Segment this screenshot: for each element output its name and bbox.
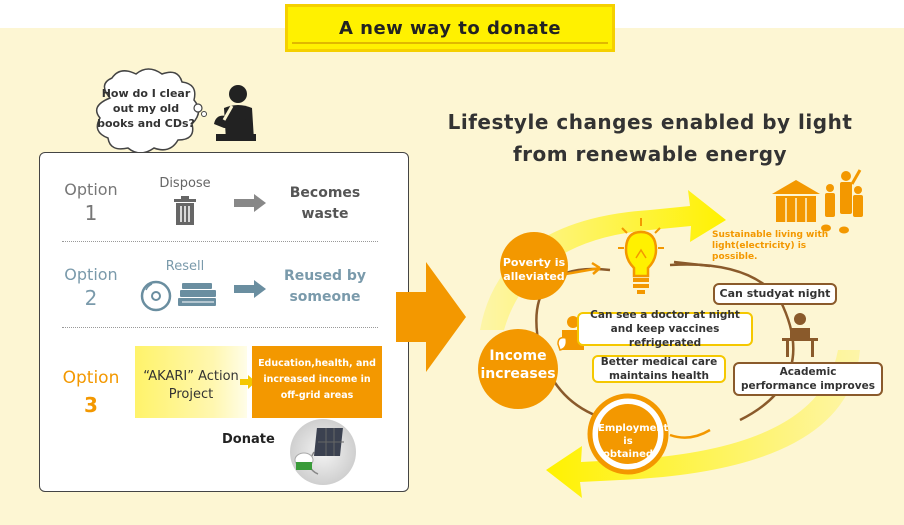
option-3-number: 3 — [84, 393, 98, 417]
option-2-number: 2 — [84, 286, 98, 310]
study-at-night-box: Can studyat night — [713, 283, 837, 305]
house-and-family-icon — [772, 169, 863, 234]
thinking-person-icon — [214, 85, 256, 141]
headline-line-1: Lifestyle changes enabled by light — [447, 110, 853, 134]
akari-project-box — [135, 346, 247, 418]
option-1-label: Option — [64, 180, 118, 199]
option-1-number: 1 — [84, 201, 98, 225]
option-2-action: Resell — [165, 259, 205, 274]
option-3-result: Education,health, and increased income i… — [258, 358, 376, 401]
divider — [62, 327, 378, 328]
medical-care-box: Better medical care maintains health — [592, 355, 726, 383]
employment-obtained-label: Employment is obtained — [598, 423, 669, 460]
akari-project-label: “AKARI” Action Project — [143, 369, 239, 402]
option-2-result: Reused by someone — [283, 268, 367, 305]
academic-performance-box: Academic performance improves — [733, 362, 883, 396]
sustainable-living-label: Sustainable living with light(electricit… — [712, 230, 829, 262]
cycle-diagram — [478, 190, 860, 498]
income-increases-label: Income increases — [480, 348, 556, 382]
studying-child-icon — [782, 313, 818, 357]
headline: Lifestyle changes enabled by light from … — [440, 106, 860, 170]
thought-bubble-text: How do I clear out my old books and CDs? — [97, 87, 195, 130]
trash-can-icon — [174, 196, 196, 225]
arrow-right-icon — [234, 194, 266, 212]
thought-bubble — [95, 68, 207, 154]
option-1-action: Dispose — [159, 176, 211, 191]
big-arrow-right-icon — [396, 262, 466, 372]
donate-label: Donate — [222, 432, 275, 447]
cd-and-books-icon — [140, 280, 216, 312]
title-banner: A new way to donate — [285, 4, 615, 52]
doctor-vaccines-box: Can see a doctor at night and keep vacci… — [577, 309, 753, 349]
solar-lantern-icon — [290, 419, 356, 485]
page-title: A new way to donate — [338, 17, 562, 39]
option-3-label: Option — [62, 368, 120, 388]
option-2-label: Option — [64, 265, 118, 284]
option-1-result: Becomes waste — [289, 185, 361, 222]
light-bulb-icon — [618, 218, 664, 294]
option-3-result-box — [252, 346, 382, 418]
arrow-right-icon — [234, 280, 266, 298]
headline-line-2: from renewable energy — [512, 142, 788, 166]
divider — [62, 241, 378, 242]
poverty-alleviated-label: Poverty is alleviated — [502, 256, 566, 283]
